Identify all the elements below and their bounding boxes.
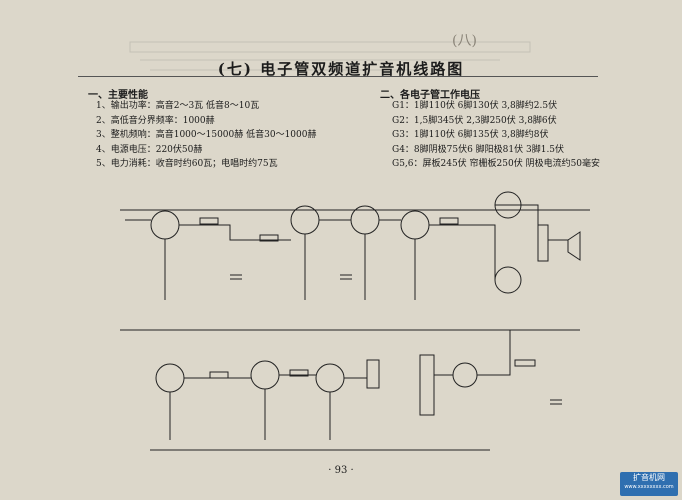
title-divider xyxy=(78,76,598,77)
transformer-y40 xyxy=(366,359,380,389)
resistor xyxy=(439,217,459,225)
resistor xyxy=(289,369,309,377)
tube-g6 xyxy=(494,266,522,294)
speaker xyxy=(567,231,581,261)
page-title: (七) 电子管双频道扩音机线路图 xyxy=(217,60,465,78)
performance-list: 1、输出功率：高音2～3瓦 低音8～10瓦 2、高低音分界频率：1000赫 3、… xyxy=(96,99,316,172)
tube-g8 xyxy=(315,363,345,393)
tube-g7 xyxy=(250,360,280,390)
performance-item: 4、电源电压：220伏50赫 xyxy=(96,144,203,155)
resistor xyxy=(514,359,536,367)
watermark-line2: www.xxxxxxxx.com xyxy=(624,484,674,490)
performance-item: 1、输出功率：高音2～3瓦 低音8～10瓦 xyxy=(96,101,260,111)
tube-g4 xyxy=(400,210,430,240)
transformer-b3 xyxy=(419,354,435,416)
chapter-number: (八) xyxy=(452,33,477,49)
performance-item: 3、整机频响：高音1000～15000赫 低音30～1000赫 xyxy=(96,130,317,141)
voltage-item: G3：1脚110伏 6脚135伏 3,8脚约8伏 xyxy=(392,130,549,141)
resistor xyxy=(209,371,229,379)
site-watermark-logo: 扩音机网 www.xxxxxxxx.com xyxy=(620,472,678,496)
resistor xyxy=(199,217,219,225)
voltage-item: G4：8脚阴极75伏6 脚阳极81伏 3脚1.5伏 xyxy=(392,144,565,155)
voltages-list: G1：1脚110伏 6脚130伏 3,8脚约2.5伏 G2：1,5脚345伏 2… xyxy=(392,99,600,172)
watermark-line1: 扩音机网 xyxy=(633,473,665,482)
resistor xyxy=(259,234,279,242)
page-number: · 93 · xyxy=(328,465,354,476)
transformer-b2 xyxy=(537,224,549,262)
performance-item: 5、电力消耗：收音时约60瓦；电唱时约75瓦 xyxy=(96,159,278,170)
voltage-item: G2：1,5脚345伏 2,3脚250伏 3,8脚6伏 xyxy=(392,115,557,126)
voltages-heading: 二、各电子管工作电压 xyxy=(380,90,480,101)
performance-heading: 一、主要性能 xyxy=(88,90,148,101)
tube-g1 xyxy=(150,210,180,240)
tube-g6-lower xyxy=(155,363,185,393)
voltage-item: G5,6：屏板245伏 帘栅板250伏 阴极电流约50毫安 xyxy=(392,159,601,170)
voltage-item: G1：1脚110伏 6脚130伏 3,8脚约2.5伏 xyxy=(392,101,558,111)
circuit-schematic xyxy=(120,191,590,451)
tube-rectifier xyxy=(452,362,478,388)
performance-item: 2、高低音分界频率：1000赫 xyxy=(96,115,215,126)
